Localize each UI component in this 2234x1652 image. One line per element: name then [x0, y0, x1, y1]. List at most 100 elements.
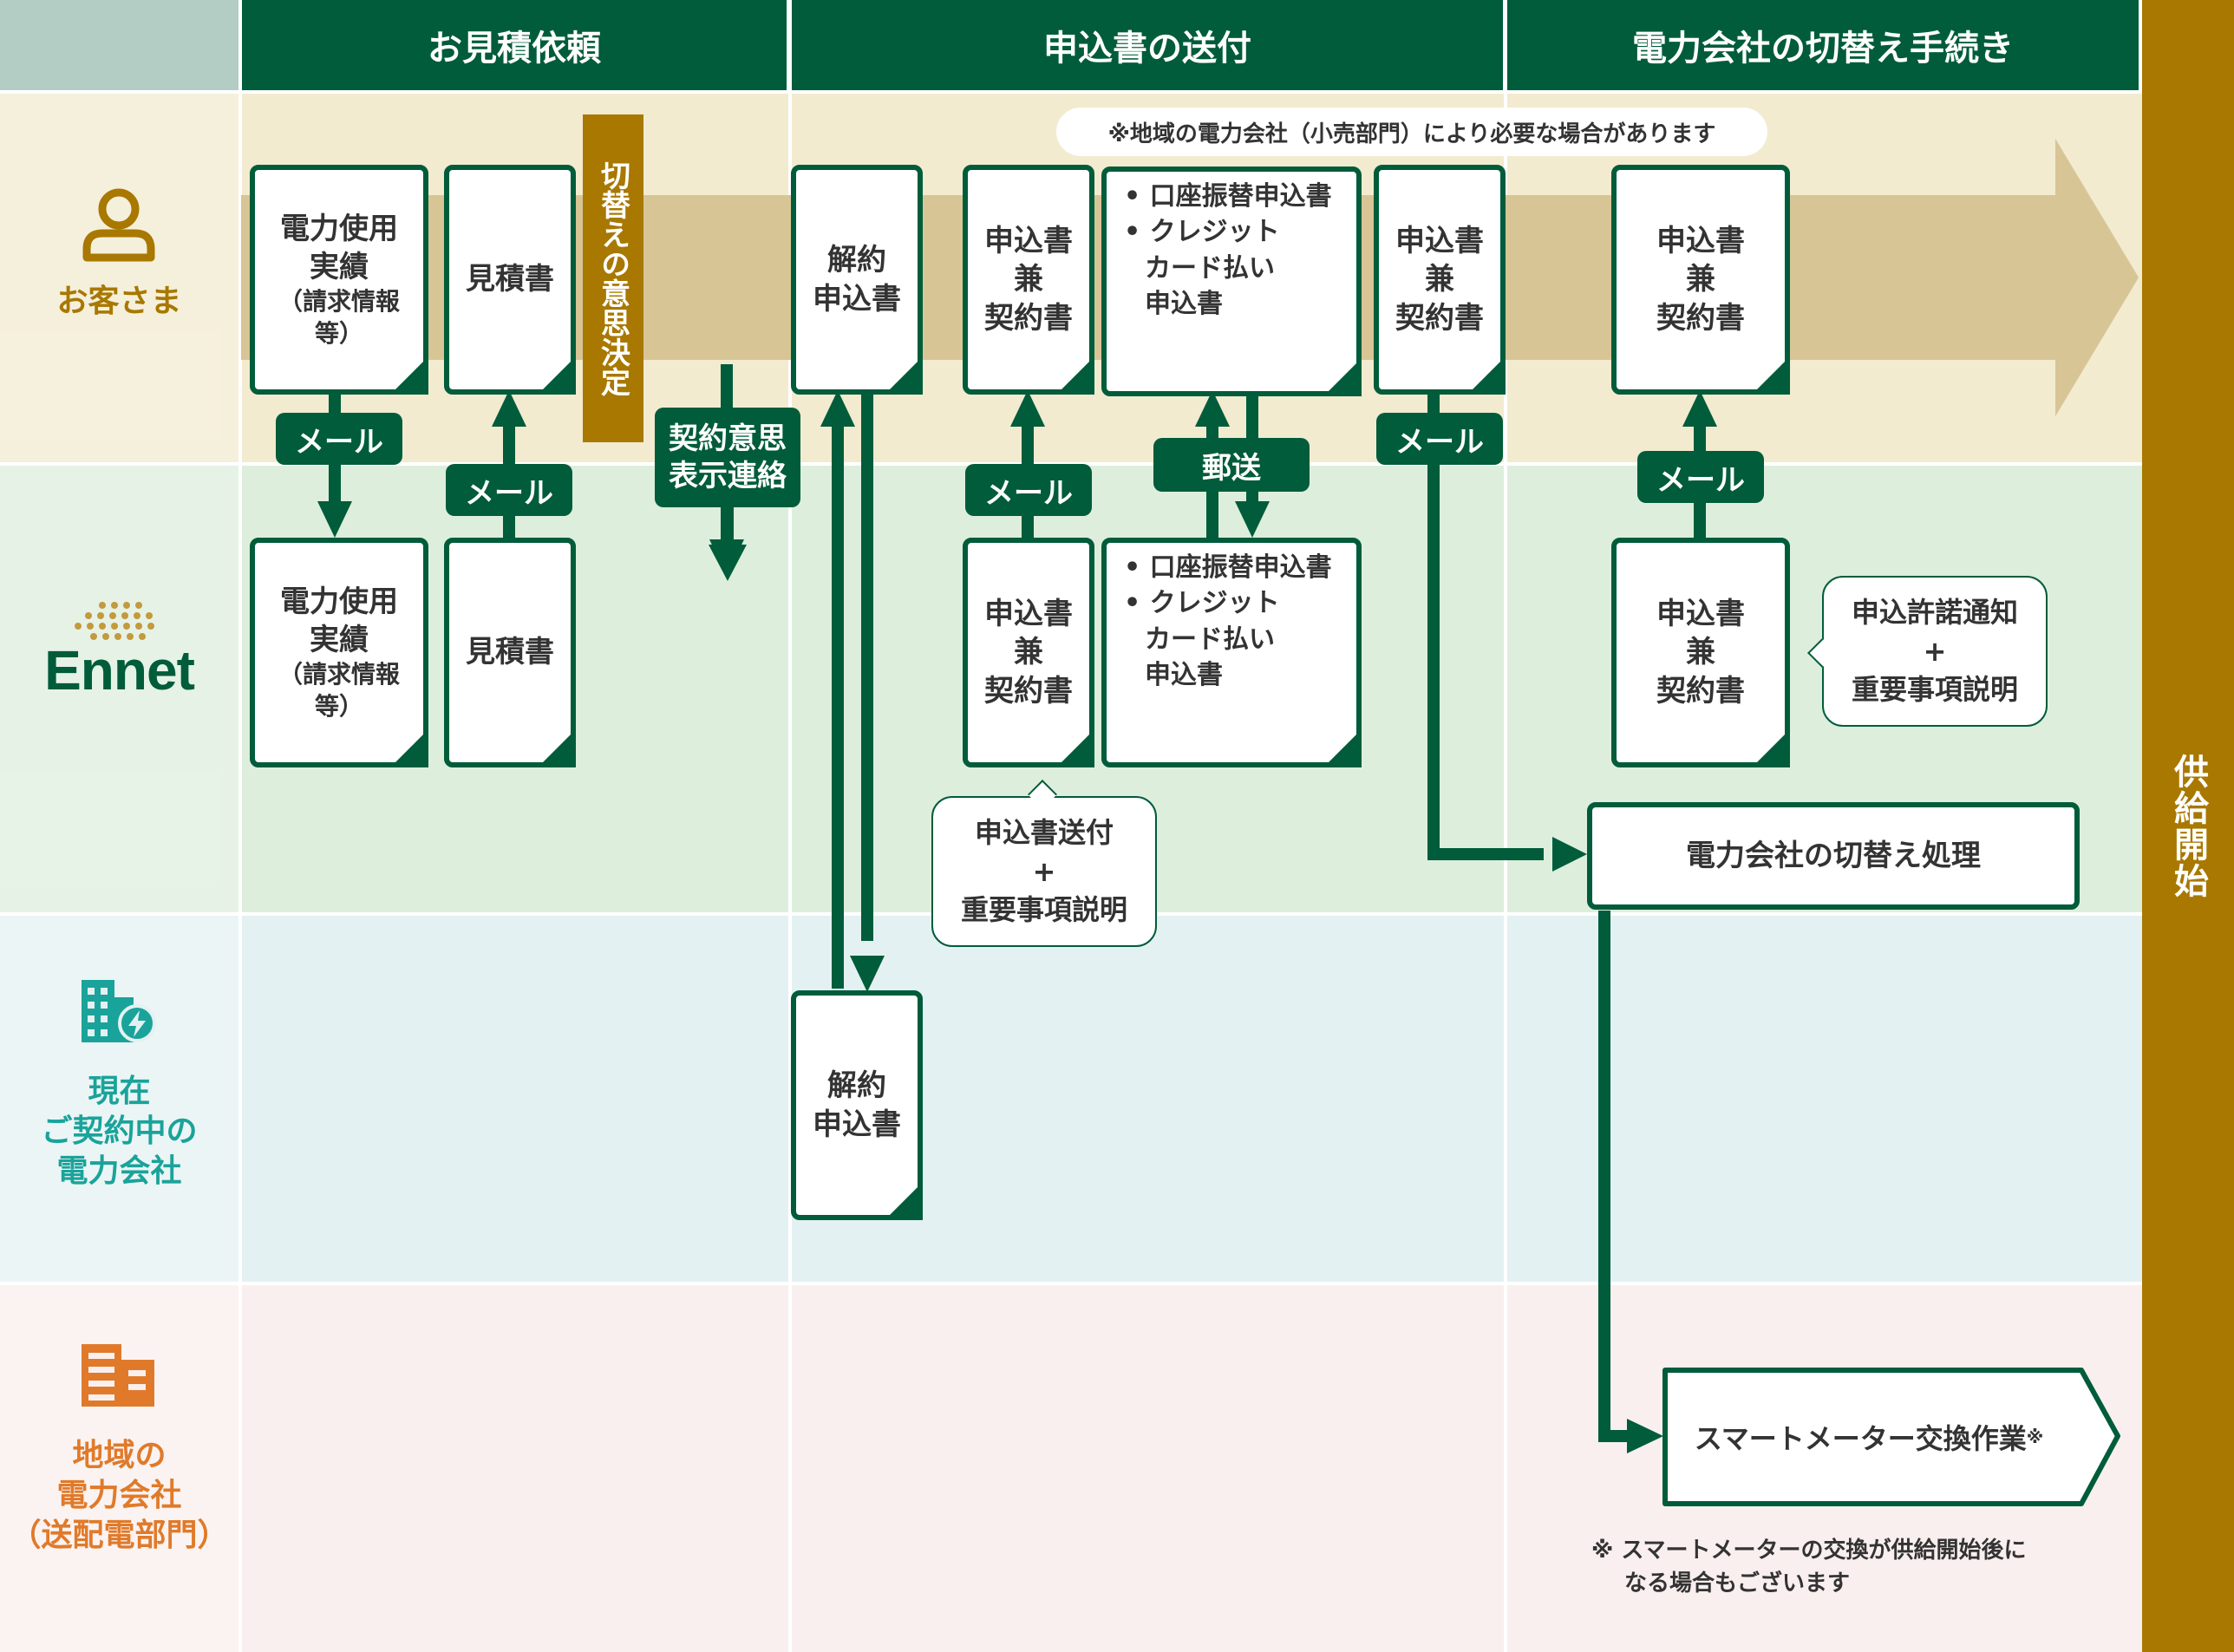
application-title: 申込書 [984, 597, 1073, 632]
contract-intent-line: 契約意思 [669, 421, 787, 456]
usage-title: 実績 [310, 623, 369, 658]
footnote: ※ スマートメーターの交換が供給開始後に なる場合もございます [1591, 1535, 2077, 1600]
usage-title: 電力使用 [280, 211, 398, 246]
application-contract-doc: 申込書 兼 契約書 [963, 165, 1094, 395]
estimate-title: 見積書 [466, 635, 554, 670]
header-corner [0, 0, 238, 90]
estimate-title: 見積書 [466, 262, 554, 297]
doc-fold [1323, 729, 1362, 767]
application-title: 申込書 [1656, 597, 1745, 632]
current-label-line: 現在 [88, 1074, 151, 1109]
note-top: ※地域の電力会社（小売部門）により必要な場合があります [1056, 108, 1767, 156]
bubble-line: 申込書送付 [974, 815, 1114, 849]
payment-item: 申込書 [1145, 660, 1223, 691]
doc-fold [1056, 356, 1094, 395]
doc-fold [1056, 729, 1094, 767]
payment-item: • クレジット [1124, 217, 1280, 248]
payment-item-text: クレジット [1149, 217, 1280, 248]
supply-start-label: 供給開始 [2168, 753, 2208, 899]
usage-title: 電力使用 [280, 584, 398, 619]
approval-bubble: 申込許諾通知 + 重要事項説明 [1822, 576, 2048, 727]
bubble-line: + [1923, 634, 1947, 668]
mail-pill: メール [276, 413, 402, 465]
doc-fold [1752, 729, 1790, 767]
person-icon [82, 188, 155, 262]
application-title: 契約書 [984, 673, 1073, 708]
doc-fold [390, 356, 428, 395]
payment-forms-doc: • 口座振替申込書 • クレジット カード払い 申込書 [1101, 538, 1362, 767]
contract-intent-line: 表示連絡 [669, 458, 787, 493]
cancel-title: 申込書 [813, 1107, 901, 1142]
decision-bar: 切替えの意思決定 [583, 114, 643, 442]
estimate-doc: 見積書 [444, 165, 576, 395]
post-pill: 郵送 [1153, 438, 1310, 492]
payment-item-text: クレジット [1149, 588, 1280, 619]
application-title: 申込書 [984, 224, 1073, 259]
mail-pill: メール [446, 464, 572, 516]
application-title: 兼 [1425, 262, 1454, 297]
payment-item-text: 口座振替申込書 [1149, 552, 1332, 583]
meter-work-label: スマートメーター交換作業※ [1665, 1370, 2073, 1504]
application-contract-doc: 申込書 兼 契約書 [1611, 165, 1790, 395]
cancel-title: 解約 [827, 1068, 886, 1104]
lane-ennet-label: Ennet [0, 598, 238, 711]
footnote-line: なる場合もございます [1624, 1570, 1851, 1596]
bubble-line: 重要事項説明 [960, 893, 1127, 927]
mail-pill: メール [965, 464, 1092, 516]
mail-pill: メール [1637, 451, 1764, 503]
application-title: 兼 [1686, 635, 1715, 670]
contract-intent-pill: 契約意思 表示連絡 [655, 408, 800, 507]
lane-current-bg [0, 916, 2142, 1282]
application-title: 兼 [1014, 635, 1043, 670]
switch-process-box: 電力会社の切替え処理 [1587, 802, 2080, 910]
application-contract-doc: 申込書 兼 契約書 [963, 538, 1094, 767]
lane-customer-label: お客さま [0, 186, 238, 343]
lane-current-label: 現在 ご契約中の 電力会社 [0, 978, 238, 1204]
send-bubble: 申込書送付 + 重要事項説明 [931, 796, 1157, 947]
header-switch: 電力会社の切替え手続き [1507, 0, 2139, 90]
payment-item: カード払い [1145, 252, 1275, 284]
footnote-line: ※ スマートメーターの交換が供給開始後に [1591, 1538, 2027, 1564]
building-icon [82, 1344, 154, 1407]
ennet-logo: Ennet [44, 639, 195, 702]
lane-regional-label: 地域の 電力会社 （送配電部門） [0, 1342, 238, 1568]
usage-record-doc: 電力使用 実績 （請求情報等） [250, 165, 428, 395]
customer-lane-text: お客さま [56, 284, 182, 319]
payment-item-text: 口座振替申込書 [1149, 181, 1332, 212]
usage-sub: （請求情報等） [278, 660, 400, 721]
header-estimate: お見積依頼 [242, 0, 787, 90]
regional-label-line: 電力会社 [56, 1478, 182, 1514]
estimate-doc: 見積書 [444, 538, 576, 767]
application-contract-doc: 申込書 兼 契約書 [1611, 538, 1790, 767]
payment-item: カード払い [1145, 624, 1275, 655]
column-divider [1504, 94, 1507, 1652]
cancel-title: 解約 [827, 243, 886, 278]
supply-start-bar: 供給開始 [2142, 0, 2234, 1652]
doc-fold [1323, 358, 1362, 396]
current-label-line: ご契約中の [41, 1113, 198, 1150]
meter-work-mark: ※ [2026, 1427, 2044, 1447]
decision-label: 切替えの意思決定 [595, 160, 630, 396]
application-title: 申込書 [1395, 224, 1484, 259]
doc-fold [885, 356, 923, 395]
column-divider [238, 94, 242, 1652]
header-application: 申込書の送付 [792, 0, 1503, 90]
cancel-application-doc: 解約 申込書 [791, 165, 923, 395]
usage-sub: （請求情報等） [278, 287, 400, 348]
mail-pill: メール [1376, 413, 1503, 465]
usage-title: 実績 [310, 250, 369, 285]
application-contract-doc: 申込書 兼 契約書 [1374, 165, 1506, 395]
doc-fold [1752, 356, 1790, 395]
doc-fold [538, 356, 576, 395]
doc-fold [885, 1182, 923, 1220]
building-lightning-icon [82, 980, 156, 1042]
regional-label-line: 地域の [72, 1438, 167, 1473]
doc-fold [1467, 356, 1506, 395]
current-label-line: 電力会社 [56, 1153, 182, 1190]
payment-item: • クレジット [1124, 588, 1280, 619]
bubble-line: + [1032, 854, 1056, 888]
payment-item: • 口座振替申込書 [1124, 181, 1332, 212]
application-title: 申込書 [1656, 224, 1745, 259]
application-title: 契約書 [1656, 673, 1745, 708]
payment-item: • 口座振替申込書 [1124, 552, 1332, 583]
